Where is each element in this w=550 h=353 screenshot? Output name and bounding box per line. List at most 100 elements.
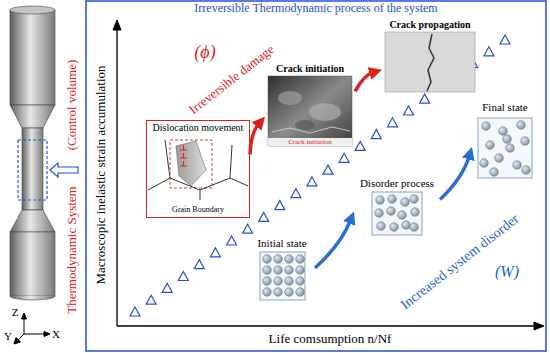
node-heading: Disorder process: [354, 177, 440, 190]
final-picture: [478, 118, 532, 178]
triangle-marker: [323, 165, 333, 174]
triangle-marker: [275, 201, 285, 210]
crack-image: [385, 32, 475, 92]
plot-axes: [113, 20, 544, 330]
symbol-label: (ϕ): [194, 42, 215, 63]
arrow-connector: [440, 156, 469, 199]
node-heading: Initial state: [249, 237, 315, 250]
atoms: [482, 122, 491, 131]
triangle-marker: [259, 212, 269, 221]
system-label: Thermodynamic System: [65, 186, 80, 313]
atoms: [480, 159, 489, 168]
triangle-marker: [339, 153, 349, 162]
triangle-marker: [371, 130, 381, 139]
node-heading: Crack propagation: [382, 19, 478, 31]
state-box: [372, 192, 422, 235]
triangle-marker: [227, 236, 237, 245]
fracture-facet: [295, 120, 315, 130]
triangle-marker: [307, 177, 317, 186]
specimen-bottom: [10, 296, 55, 300]
triangle-marker: [210, 248, 220, 257]
atoms: [274, 277, 283, 286]
atoms: [285, 266, 294, 275]
atoms: [387, 207, 396, 216]
atoms: [274, 266, 283, 275]
atoms: [285, 288, 294, 297]
control-volume: [18, 140, 47, 200]
axis-letter: Y: [4, 330, 12, 343]
frame: [86, 1, 546, 351]
triangle-marker: [162, 283, 172, 292]
node-heading: Dislocation movement: [147, 122, 249, 134]
state-panel: Disorder process: [354, 176, 440, 235]
atoms: [296, 255, 305, 264]
arrow-connector: [250, 124, 258, 154]
atoms: [375, 195, 420, 232]
z-axis: [24, 318, 25, 334]
sem-picture: [268, 76, 352, 146]
triangle-marker: [355, 141, 365, 150]
atoms: [377, 222, 386, 231]
slip-region: [170, 140, 212, 188]
axis-head: [113, 20, 121, 30]
triangle-marker: [243, 224, 253, 233]
ordinate: [116, 28, 117, 326]
diagram-title: Irreversible Thermodynamic process of th…: [86, 2, 546, 16]
state-panel: Final state: [472, 100, 538, 178]
crack-initiation-panel: Crack initiation: [265, 62, 355, 146]
atoms: [388, 195, 397, 204]
atoms: [411, 208, 420, 217]
fracture-facet: [309, 103, 341, 121]
atoms: [376, 196, 385, 205]
atoms: [296, 288, 305, 297]
triangle-marker: [484, 47, 494, 56]
atoms: [517, 121, 526, 130]
atoms: [263, 266, 272, 275]
dislocation-symbol: [180, 145, 187, 166]
atoms: [402, 221, 411, 230]
atoms: [495, 154, 504, 163]
atoms: [398, 211, 407, 220]
axis-letter: X: [52, 328, 60, 341]
atoms: [410, 223, 419, 232]
atoms: [285, 255, 294, 264]
dislocation-bundle: [176, 141, 206, 186]
axis-head: [44, 332, 50, 337]
triangle-marker: [404, 106, 414, 115]
atoms: [490, 168, 499, 177]
triangle-marker: [194, 260, 204, 269]
triangle-marker: [500, 35, 510, 44]
state-box: [478, 118, 532, 178]
axis-head: [14, 338, 21, 345]
atoms: [486, 141, 495, 150]
axis-title: Life comsumption n/Nf: [269, 332, 392, 347]
crack-edge: [272, 127, 350, 133]
atoms: [410, 195, 419, 204]
triangle-marker: [387, 118, 397, 127]
grain-boundary-lines: [148, 140, 248, 200]
atoms: [285, 277, 294, 286]
initial-picture: [260, 252, 305, 300]
disorder-picture: [372, 192, 422, 235]
atoms: [274, 255, 283, 264]
triangle-marker: [130, 307, 140, 316]
atoms: [499, 127, 508, 136]
atoms: [480, 121, 531, 177]
crack-propagation-panel: Crack propagation: [382, 18, 478, 92]
fracture-facet: [278, 91, 302, 105]
arrow-connector: [355, 73, 372, 92]
atoms: [521, 137, 530, 146]
dislocation-box: Dislocation movement: [146, 120, 250, 218]
atoms: [263, 255, 305, 297]
abscissa: [117, 325, 535, 326]
atoms: [375, 209, 384, 218]
atoms: [296, 277, 305, 286]
atoms: [401, 198, 410, 207]
symbol-label: (W): [495, 263, 519, 281]
atoms: [390, 223, 399, 232]
image-label: Crack initiation: [287, 138, 333, 146]
atoms: [522, 166, 531, 175]
node-heading: Crack initiation: [265, 63, 355, 75]
specimen-top: [10, 6, 55, 14]
